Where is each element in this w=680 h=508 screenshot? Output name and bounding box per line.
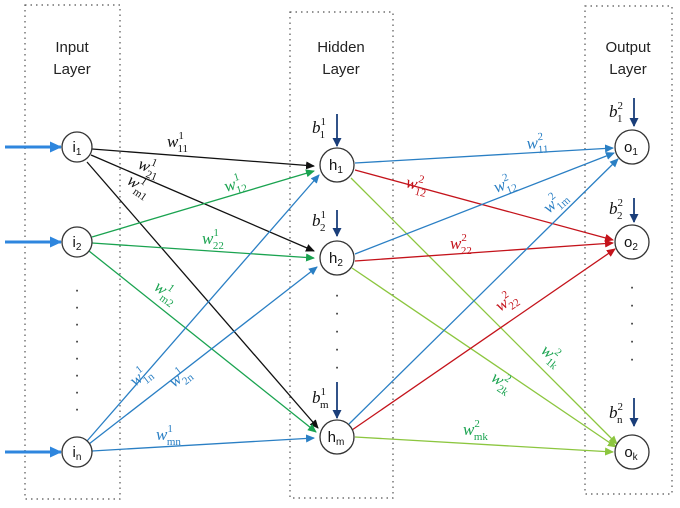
weight-label-w12-2-blue: w212 <box>490 170 519 201</box>
svg-text:·: · <box>334 305 339 322</box>
edge-i1-hm <box>86 161 319 429</box>
hidden-ellipsis: · · · · · <box>334 287 339 376</box>
node-o1: o1 <box>614 129 650 165</box>
svg-text:·: · <box>74 384 79 401</box>
weight-label-w21-1: w121 <box>134 152 164 183</box>
svg-text:·: · <box>629 297 634 314</box>
hidden-layer-box <box>289 11 394 499</box>
edge-h1-ok <box>350 177 618 445</box>
svg-text:·: · <box>74 299 79 316</box>
svg-text:·: · <box>74 316 79 333</box>
weight-label-w22-2-bottom: w222 <box>490 286 522 319</box>
edge-h2-o2 <box>354 239 614 262</box>
svg-text:·: · <box>629 351 634 368</box>
svg-text:·: · <box>74 282 79 299</box>
edge-h1-o2 <box>354 169 614 242</box>
edge-h2-ok <box>351 267 617 448</box>
weight-label-w12-1: w112 <box>221 170 248 200</box>
edge-in-hm <box>91 434 315 452</box>
edge-in-h2 <box>88 266 318 445</box>
edge-hm-o1 <box>348 158 619 425</box>
weight-label-w2k-2: w22k <box>486 366 519 399</box>
svg-text:·: · <box>334 323 339 340</box>
weight-label-wm2-1: w1m2 <box>148 275 183 310</box>
weight-label-w12-2-red: w212 <box>403 171 430 201</box>
edge-i1-h1 <box>91 148 315 170</box>
node-i1: i1 <box>61 131 93 163</box>
svg-text:·: · <box>74 401 79 418</box>
svg-text:h1: h1 <box>329 157 343 176</box>
node-ok: ok <box>614 434 650 470</box>
svg-text:in: in <box>73 444 82 463</box>
input-layer-title-line2: Layer <box>53 61 91 78</box>
svg-text:·: · <box>74 367 79 384</box>
output-ellipsis: · · · · · <box>629 279 634 368</box>
node-hm: hm <box>319 419 355 455</box>
hidden-layer-title-line2: Layer <box>322 61 360 78</box>
weight-label-w11-2: w211 <box>526 131 549 157</box>
output-layer-title-line1: Output <box>605 39 651 56</box>
edge-hm-o2 <box>351 248 616 431</box>
svg-text:·: · <box>334 287 339 304</box>
input-layer-box <box>24 4 121 500</box>
node-o2: o2 <box>614 224 650 260</box>
edge-hm-ok <box>354 436 614 456</box>
output-layer-box <box>584 5 673 495</box>
svg-text:h2: h2 <box>329 250 343 269</box>
node-h2: h2 <box>319 240 355 276</box>
edge-in-h1 <box>86 174 320 442</box>
edge-i2-h2 <box>91 242 315 262</box>
svg-text:·: · <box>629 279 634 296</box>
input-ellipsis: · · · · · · · · <box>74 282 79 418</box>
edge-i2-hm <box>88 250 317 433</box>
svg-text:i2: i2 <box>73 234 82 253</box>
node-i2: i2 <box>61 226 93 258</box>
svg-text:·: · <box>74 350 79 367</box>
output-layer-title-line2: Layer <box>609 61 647 78</box>
edge-h2-o1 <box>354 152 615 255</box>
svg-text:o2: o2 <box>624 234 638 253</box>
svg-text:·: · <box>629 333 634 350</box>
edge-i1-h2 <box>90 154 315 252</box>
svg-text:hm: hm <box>328 429 345 448</box>
edge-h1-o1 <box>354 144 614 164</box>
node-in: in <box>61 436 93 468</box>
hidden-layer-title-line1: Hidden <box>317 39 365 56</box>
svg-text:·: · <box>629 315 634 332</box>
svg-text:·: · <box>334 359 339 376</box>
weight-label-w2n-1: w12n <box>164 361 197 394</box>
svg-text:·: · <box>74 333 79 350</box>
input-layer-title-line1: Input <box>55 39 89 56</box>
svg-text:ok: ok <box>624 444 638 463</box>
svg-text:o1: o1 <box>624 139 638 158</box>
node-h1: h1 <box>319 147 355 183</box>
svg-text:·: · <box>334 341 339 358</box>
weight-label-w1m-2: w21m <box>538 184 574 220</box>
svg-text:i1: i1 <box>73 139 82 158</box>
edge-i2-h1 <box>91 169 315 238</box>
weight-label-w1n-1: w11n <box>125 360 158 393</box>
